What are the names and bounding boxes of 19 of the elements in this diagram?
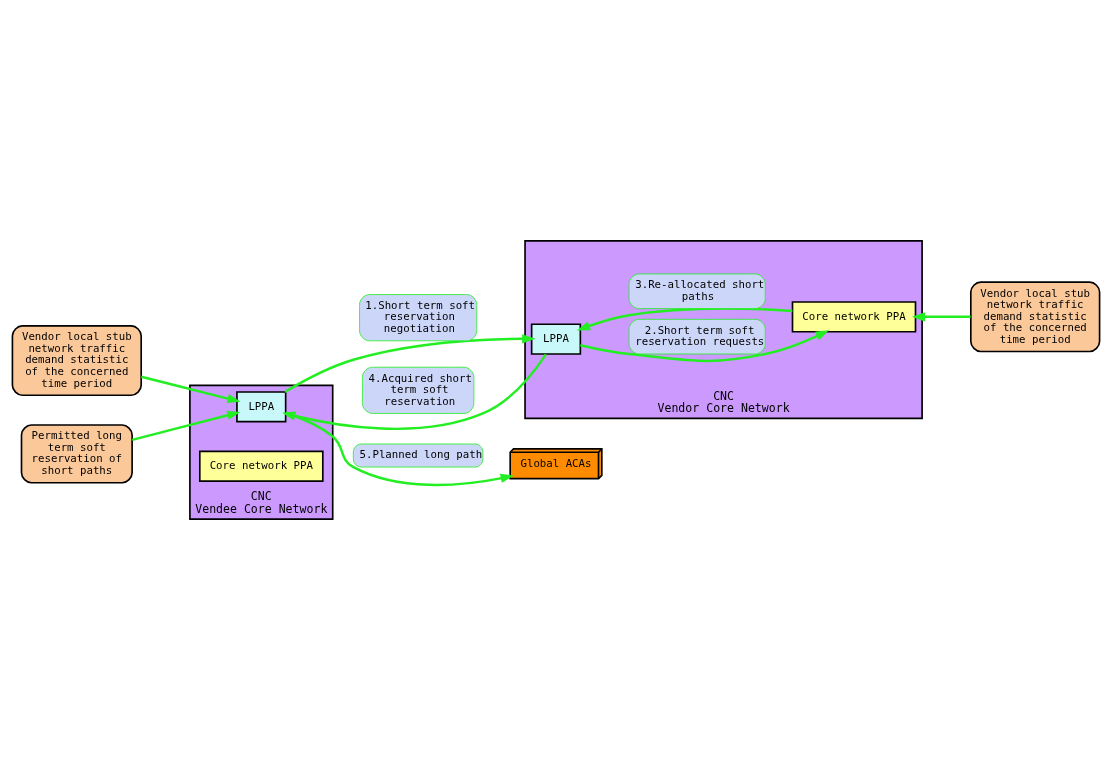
arrow [580, 330, 829, 363]
node-box: LPPA [236, 391, 287, 423]
edge-label: 4.Acquired short term soft reservation [368, 371, 472, 408]
arrow [911, 312, 971, 322]
arrow [141, 375, 241, 404]
node-box: Permitted long term soft reservation of short paths [20, 424, 133, 484]
edge-label: 5.Planned long path [359, 448, 483, 462]
edge-label: 2.Short term soft reservation requests [635, 323, 765, 349]
arrow [282, 353, 547, 431]
edge-label: 1.Short term soft reservation negotiation [365, 298, 476, 336]
node-box: LPPA [530, 323, 582, 355]
node-box: Core network PPA [791, 301, 917, 333]
node-box: Vendor local stub network traffic demand statistic of the concerned time period [970, 281, 1101, 353]
node-box: Core network PPA [198, 450, 324, 482]
arrow [131, 410, 241, 442]
edge-label: 3.Re-allocated short paths [635, 278, 765, 303]
arrow [284, 334, 536, 393]
arrow [576, 307, 793, 331]
node-box: Vendor local stub network traffic demand statistic of the concerned time period [11, 325, 142, 397]
